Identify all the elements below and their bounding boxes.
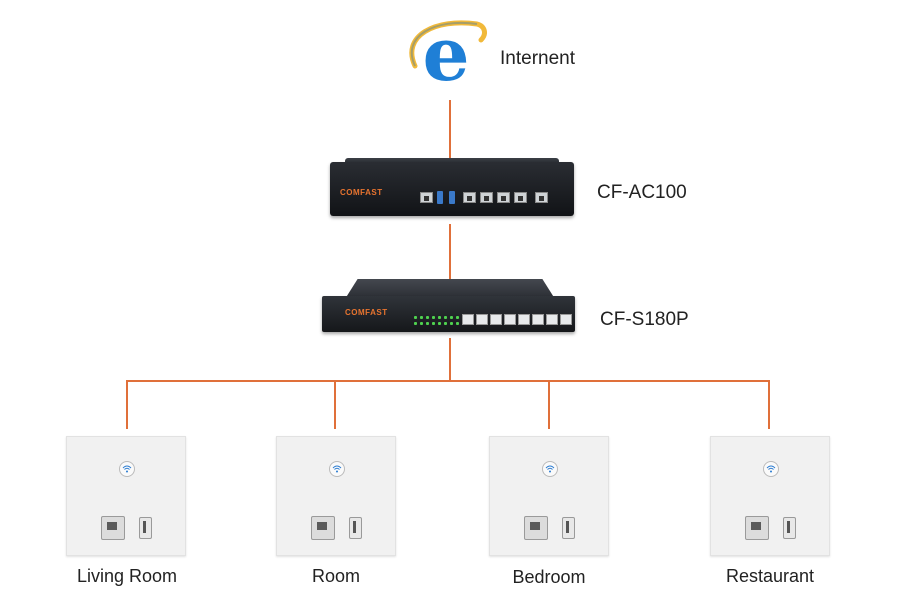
- switch-led: [420, 322, 423, 325]
- access-point-label: Bedroom: [512, 567, 586, 587]
- switch-port-1: [462, 314, 474, 325]
- wire-drop-2: [334, 380, 336, 429]
- wire-bus: [126, 380, 770, 382]
- usb-port: [349, 517, 362, 539]
- controller-label: CF-AC100: [597, 182, 687, 203]
- usb-port: [139, 517, 152, 539]
- controller-lan-port-1: [463, 192, 476, 203]
- access-point-label: Room: [311, 566, 360, 586]
- switch-led: [414, 322, 417, 325]
- controller-brand: COMFAST: [340, 188, 383, 197]
- access-point-living-room: [66, 436, 186, 556]
- switch-led: [414, 316, 417, 319]
- switch-led: [450, 322, 453, 325]
- controller-wan-port: [535, 192, 548, 203]
- access-point-restaurant: [710, 436, 830, 556]
- internet-label: Internent: [500, 48, 575, 69]
- switch-port-7: [546, 314, 558, 325]
- switch-led: [438, 322, 441, 325]
- switch-top: [345, 279, 555, 299]
- wifi-icon: [329, 461, 345, 477]
- wire-controller-switch: [449, 224, 451, 280]
- switch-led: [426, 316, 429, 319]
- wire-drop-1: [126, 380, 128, 429]
- internet-explorer-icon: e: [409, 14, 487, 96]
- controller-lan-port-3: [497, 192, 510, 203]
- switch-port-5: [518, 314, 530, 325]
- switch-label: CF-S180P: [600, 309, 689, 330]
- controller-usb-port-1: [437, 191, 443, 204]
- switch-brand: COMFAST: [345, 308, 388, 317]
- switch-led: [438, 316, 441, 319]
- wifi-icon: [119, 461, 135, 477]
- wire-switch-bus: [449, 338, 451, 381]
- access-point-label: Living Room: [76, 566, 178, 586]
- switch-port-3: [490, 314, 502, 325]
- switch-led: [456, 322, 459, 325]
- wire-internet-controller: [449, 100, 451, 160]
- ethernet-port: [101, 516, 125, 540]
- wifi-icon: [542, 461, 558, 477]
- switch-port-4: [504, 314, 516, 325]
- ethernet-port: [745, 516, 769, 540]
- switch-led: [420, 316, 423, 319]
- switch-led: [456, 316, 459, 319]
- switch-led: [444, 322, 447, 325]
- switch-led: [432, 316, 435, 319]
- controller-lan-port-4: [514, 192, 527, 203]
- switch-led: [444, 316, 447, 319]
- switch-led: [450, 316, 453, 319]
- controller-lan-port-2: [480, 192, 493, 203]
- usb-port: [562, 517, 575, 539]
- access-point-room: [276, 436, 396, 556]
- switch-port-6: [532, 314, 544, 325]
- wifi-icon: [763, 461, 779, 477]
- ethernet-port: [311, 516, 335, 540]
- wire-drop-3: [548, 380, 550, 429]
- wire-drop-4: [768, 380, 770, 429]
- ethernet-port: [524, 516, 548, 540]
- switch-port-2: [476, 314, 488, 325]
- switch-led: [432, 322, 435, 325]
- usb-port: [783, 517, 796, 539]
- controller-usb-port-2: [449, 191, 455, 204]
- switch-led: [426, 322, 429, 325]
- access-point-bedroom: [489, 436, 609, 556]
- controller-front: [330, 162, 574, 216]
- controller-console-port: [420, 192, 433, 203]
- access-point-label: Restaurant: [725, 566, 815, 586]
- switch-port-8: [560, 314, 572, 325]
